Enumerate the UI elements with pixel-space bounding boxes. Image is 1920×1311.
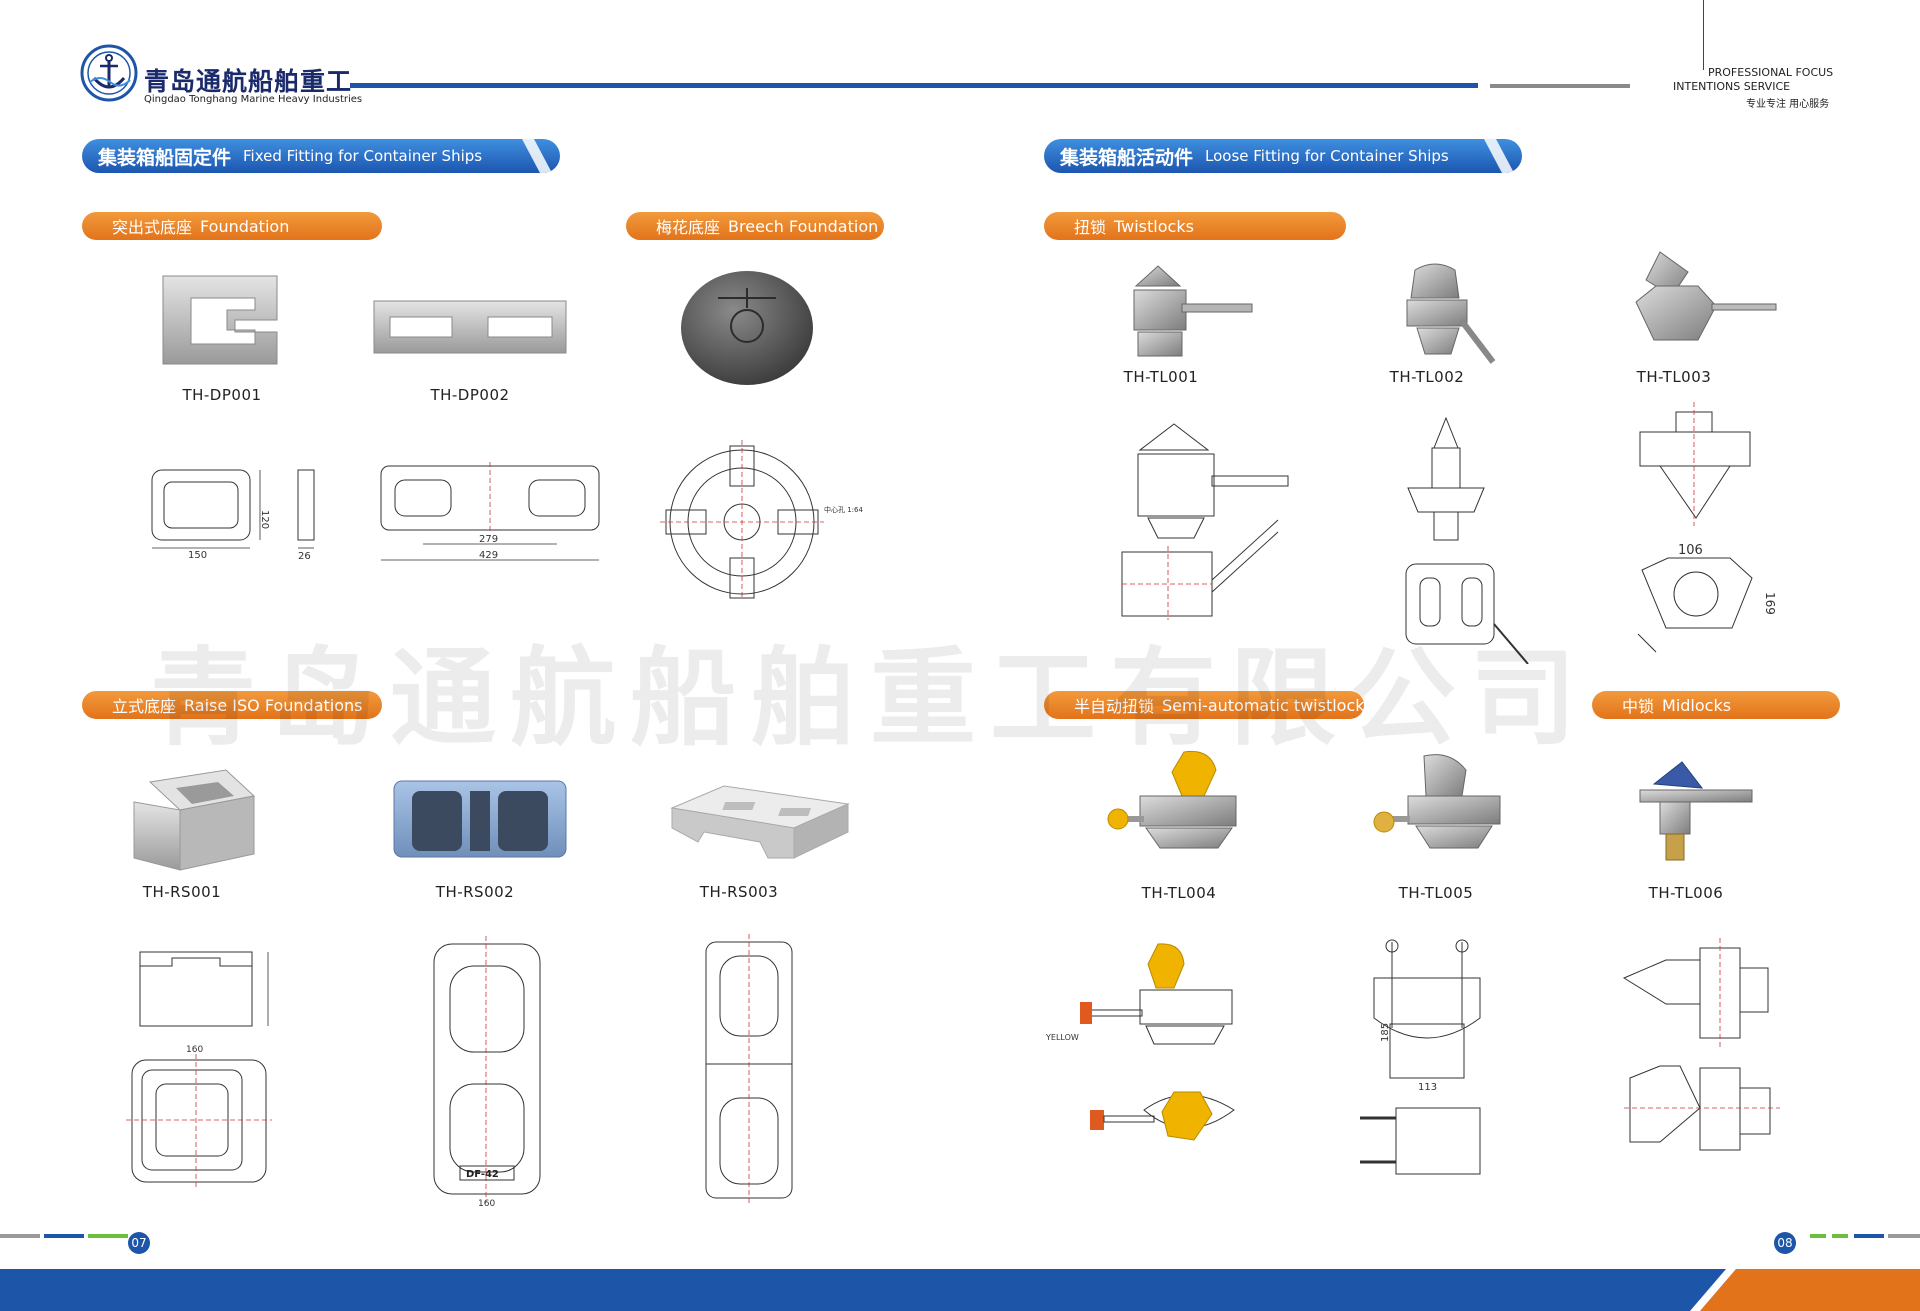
product-label-tl004: TH-TL004 bbox=[1141, 884, 1217, 902]
dim-dp001-h: 120 bbox=[259, 510, 270, 529]
category-raise-iso: 立式底座 Raise ISO Foundations bbox=[82, 691, 382, 719]
product-label-tl003: TH-TL003 bbox=[1636, 368, 1712, 386]
anchor-logo-icon bbox=[80, 44, 138, 102]
raise-rs001-photo bbox=[133, 769, 256, 871]
breech-technical-drawing: 中心孔 1:64 bbox=[660, 440, 863, 600]
rs002-technical-drawing: DF-42 160 bbox=[433, 936, 541, 1208]
watermark-text: 青岛通航船舶重工有限公司 bbox=[150, 637, 1590, 760]
dim-dp002-inner: 279 bbox=[479, 534, 498, 545]
dim-rs001-w: 160 bbox=[186, 1045, 203, 1055]
section-loose-en: Loose Fitting for Container Ships bbox=[1205, 147, 1449, 165]
dim-tl005-w: 113 bbox=[1418, 1082, 1437, 1093]
category-twistlocks-en: Twistlocks bbox=[1114, 216, 1194, 236]
dim-tl003-h: 169 bbox=[1763, 592, 1777, 615]
category-breech-cn: 梅花底座 bbox=[656, 218, 721, 237]
midlock-tl006-photo bbox=[1639, 761, 1753, 861]
brand-name-cn: 青岛通航船舶重工 bbox=[144, 67, 353, 96]
rs002-mark: DF-42 bbox=[466, 1169, 499, 1180]
category-midlocks-en: Midlocks bbox=[1662, 695, 1732, 715]
raise-rs003-photo bbox=[670, 785, 850, 859]
twistlock-tl003-photo bbox=[1635, 251, 1777, 341]
category-raise-cn: 立式底座 bbox=[112, 697, 177, 716]
twistlock-tl002-photo bbox=[1406, 263, 1496, 364]
rs003-technical-drawing bbox=[705, 934, 793, 1206]
product-label-rs003: TH-RS003 bbox=[699, 883, 779, 901]
page-number-right: 08 bbox=[1774, 1232, 1796, 1254]
tagline-2: INTENTIONS SERVICE bbox=[1673, 80, 1791, 93]
category-breech: 梅花底座 Breech Foundation bbox=[626, 212, 884, 240]
category-midlocks: 中锁 Midlocks bbox=[1592, 691, 1840, 719]
product-label-tl005: TH-TL005 bbox=[1398, 884, 1474, 902]
product-label-dp001: TH-DP001 bbox=[182, 386, 262, 404]
category-breech-en: Breech Foundation bbox=[728, 216, 879, 236]
category-raise-en: Raise ISO Foundations bbox=[184, 695, 363, 715]
section-loose-fitting: 集装箱船活动件 Loose Fitting for Container Ship… bbox=[1044, 139, 1522, 173]
footer-band bbox=[0, 1234, 1920, 1311]
category-midlocks-cn: 中锁 bbox=[1622, 697, 1655, 716]
breech-note: 中心孔 1:64 bbox=[824, 505, 863, 514]
tl003-technical-drawing: 106 169 bbox=[1637, 402, 1777, 653]
dim-dp002-w: 429 bbox=[479, 550, 498, 561]
category-semi-cn: 半自动扭锁 bbox=[1074, 697, 1155, 716]
category-twistlocks-cn: 扭锁 bbox=[1074, 218, 1107, 237]
category-foundation-cn: 突出式底座 bbox=[112, 218, 193, 237]
tl004-yellow-label: YELLOW bbox=[1045, 1033, 1079, 1042]
tagline-1: PROFESSIONAL FOCUS bbox=[1708, 66, 1834, 79]
dp001-technical-drawing: 150 120 bbox=[151, 469, 270, 560]
rs001-section-drawing bbox=[139, 951, 269, 1027]
dim-dp001-w: 150 bbox=[188, 550, 207, 560]
section-fixed-en: Fixed Fitting for Container Ships bbox=[243, 147, 483, 165]
breech-foundation-photo bbox=[681, 271, 813, 385]
raise-rs002-photo bbox=[393, 780, 567, 858]
section-fixed-cn: 集装箱船固定件 bbox=[98, 146, 232, 169]
bar-stripe-icon bbox=[522, 139, 552, 173]
section-fixed-fitting: 集装箱船固定件 Fixed Fitting for Container Ship… bbox=[82, 139, 560, 173]
dim-dp001-t: 26 bbox=[298, 551, 311, 560]
foundation-dp001-photo bbox=[162, 275, 278, 365]
tl005-technical-drawing: 185 113 bbox=[1360, 939, 1481, 1175]
category-foundation-en: Foundation bbox=[200, 216, 290, 236]
section-loose-cn: 集装箱船活动件 bbox=[1060, 146, 1194, 169]
dim-rs002-w: 160 bbox=[478, 1199, 495, 1208]
tl002-technical-drawing bbox=[1405, 416, 1529, 664]
tl004-technical-drawing: YELLOW bbox=[1045, 943, 1235, 1141]
tl006-technical-drawing bbox=[1622, 938, 1780, 1151]
product-label-tl001: TH-TL001 bbox=[1123, 368, 1199, 386]
twistlock-tl001-photo bbox=[1133, 265, 1253, 357]
page-number-left: 07 bbox=[128, 1232, 150, 1254]
dp001-side-drawing: 26 bbox=[297, 469, 315, 560]
dim-tl005-h: 185 bbox=[1380, 1023, 1391, 1042]
product-label-dp002: TH-DP002 bbox=[430, 386, 510, 404]
brand-name-en: Qingdao Tonghang Marine Heavy Industries bbox=[144, 94, 363, 105]
product-label-rs001: TH-RS001 bbox=[142, 883, 222, 901]
product-label-rs002: TH-RS002 bbox=[435, 883, 515, 901]
category-twistlocks: 扭锁 Twistlocks bbox=[1044, 212, 1346, 240]
header-rule-gray bbox=[1490, 84, 1630, 88]
semi-auto-tl005-photo bbox=[1373, 754, 1501, 849]
header-divider bbox=[1703, 0, 1704, 70]
category-foundation: 突出式底座 Foundation bbox=[82, 212, 382, 240]
product-label-tl006: TH-TL006 bbox=[1648, 884, 1724, 902]
semi-auto-tl004-photo bbox=[1107, 750, 1237, 849]
category-semi-en: Semi-automatic twistlocks bbox=[1162, 695, 1373, 715]
tagline-3: 专业专注 用心服务 bbox=[1746, 99, 1830, 110]
dim-tl003-top: 106 bbox=[1678, 543, 1703, 558]
dp002-technical-drawing: 279 429 bbox=[380, 462, 600, 561]
category-semi-automatic: 半自动扭锁 Semi-automatic twistlocks bbox=[1044, 691, 1373, 719]
header-rule-blue bbox=[350, 83, 1478, 88]
rs001-plan-drawing: 160 bbox=[126, 1045, 272, 1188]
foundation-dp002-photo bbox=[373, 300, 567, 354]
product-label-tl002: TH-TL002 bbox=[1389, 368, 1465, 386]
tl001-technical-drawing bbox=[1121, 423, 1289, 620]
bar-stripe-icon bbox=[1484, 139, 1514, 173]
